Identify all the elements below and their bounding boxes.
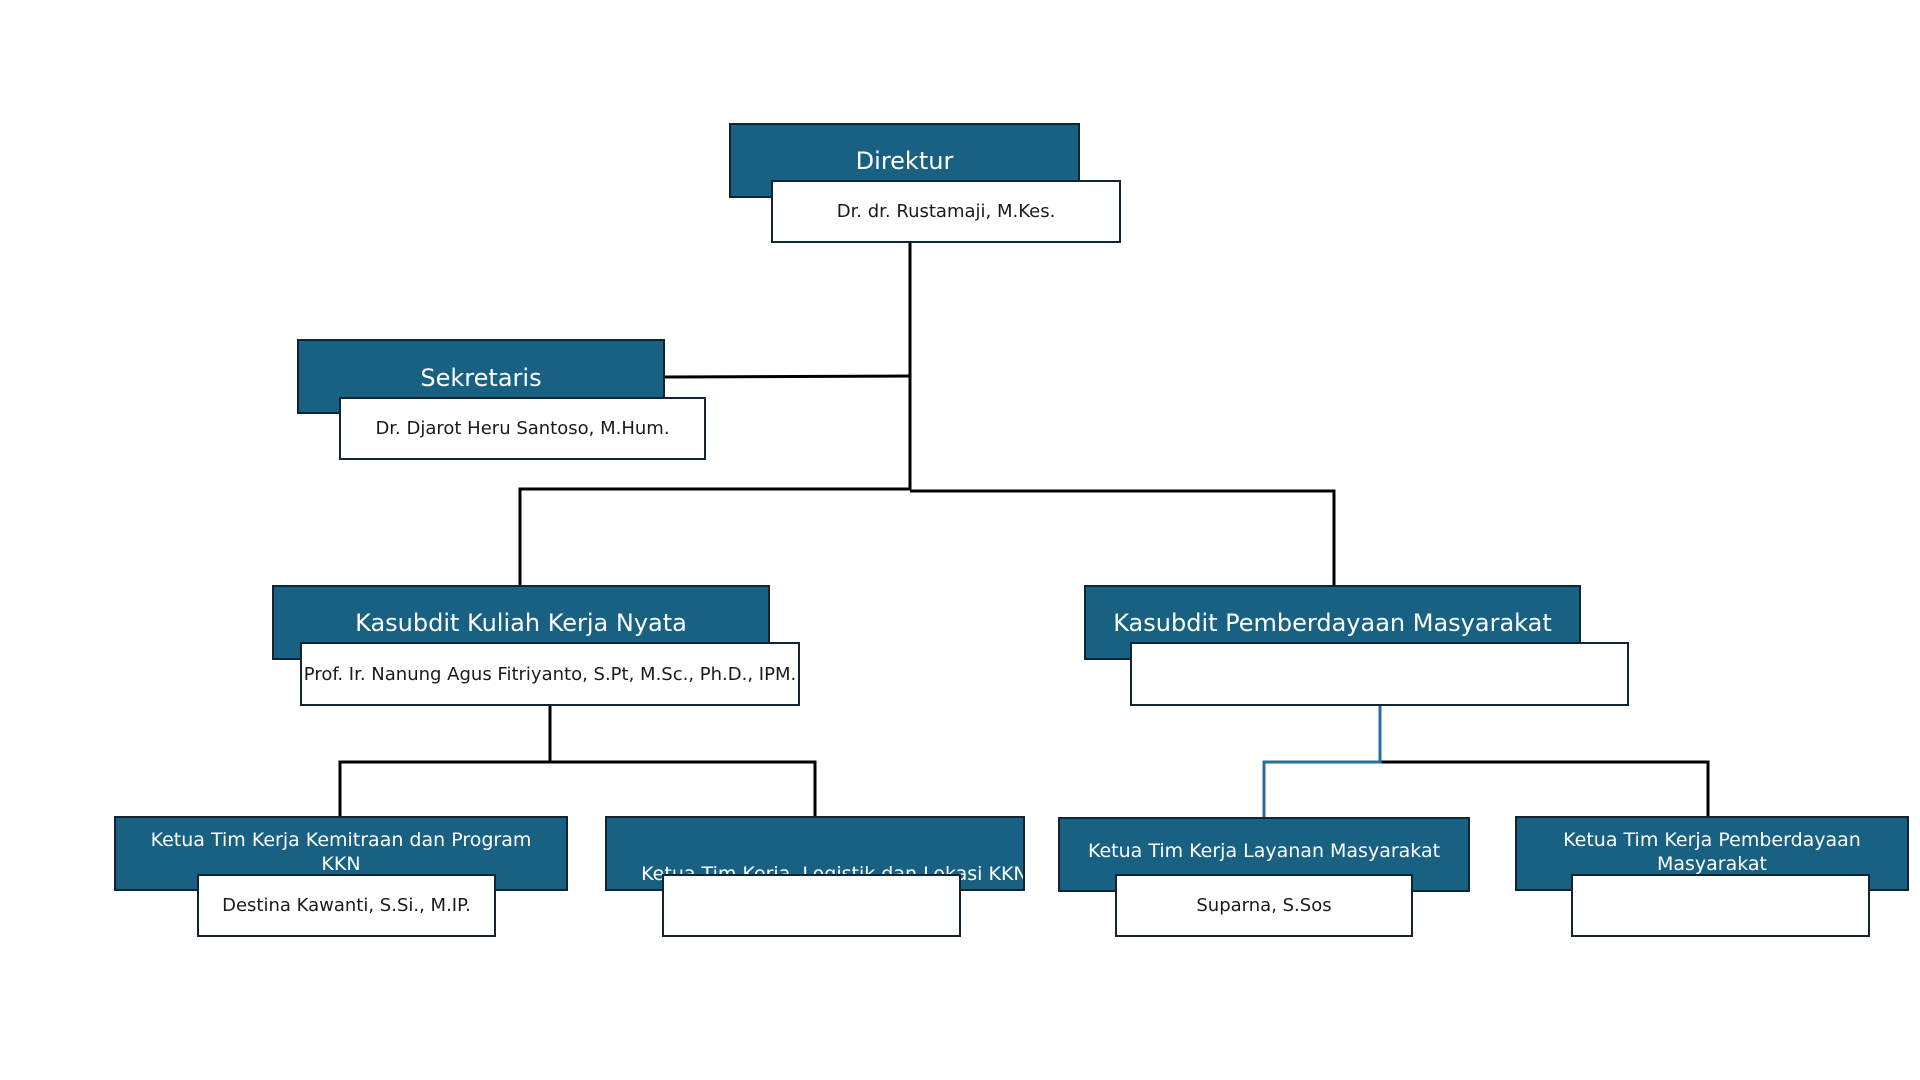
sekretaris-name: Dr. Djarot Heru Santoso, M.Hum. (375, 418, 670, 439)
kasubdit-pm-title: Kasubdit Pemberdayaan Masyarakat (1113, 609, 1552, 637)
ketua-layanan-name-box: Suparna, S.Sos (1115, 874, 1413, 937)
ketua-layanan-title: Ketua Tim Kerja Layanan Masyarakat (1087, 840, 1441, 862)
ketua-kemitraan-name-box: Destina Kawanti, S.Si., M.IP. (197, 874, 496, 937)
kasubdit-kkn-name: Prof. Ir. Nanung Agus Fitriyanto, S.Pt, … (303, 663, 797, 685)
kasubdit-pm-name-box (1130, 642, 1629, 706)
connector-kasubdit-left (518, 487, 910, 586)
ketua-kemitraan-name: Destina Kawanti, S.Si., M.IP. (222, 895, 471, 916)
ketua-pemberdayaan-title: Ketua Tim Kerja Pemberdayaan Masyarakat (1563, 829, 1861, 875)
direktur-name: Dr. dr. Rustamaji, M.Kes. (836, 201, 1056, 222)
kasubdit-kkn-name-box: Prof. Ir. Nanung Agus Fitriyanto, S.Pt, … (300, 642, 800, 706)
ketua-logistik-name-box (662, 874, 961, 937)
kasubdit-kkn-title: Kasubdit Kuliah Kerja Nyata (355, 609, 687, 637)
connector-sekretaris (664, 374, 911, 379)
connector-pm-right (1380, 760, 1710, 818)
connector-pm-left (1262, 705, 1382, 818)
connector-kkn-children (338, 705, 817, 818)
connector-kasubdit-right (910, 489, 1336, 586)
ketua-pemberdayaan-name-box (1571, 874, 1870, 937)
direktur-name-box: Dr. dr. Rustamaji, M.Kes. (771, 180, 1121, 243)
ketua-layanan-name: Suparna, S.Sos (1196, 895, 1332, 916)
direktur-title: Direktur (855, 147, 954, 175)
sekretaris-name-box: Dr. Djarot Heru Santoso, M.Hum. (339, 397, 706, 460)
sekretaris-title: Sekretaris (420, 364, 542, 392)
ketua-kemitraan-title: Ketua Tim Kerja Kemitraan dan Program KK… (150, 829, 532, 875)
